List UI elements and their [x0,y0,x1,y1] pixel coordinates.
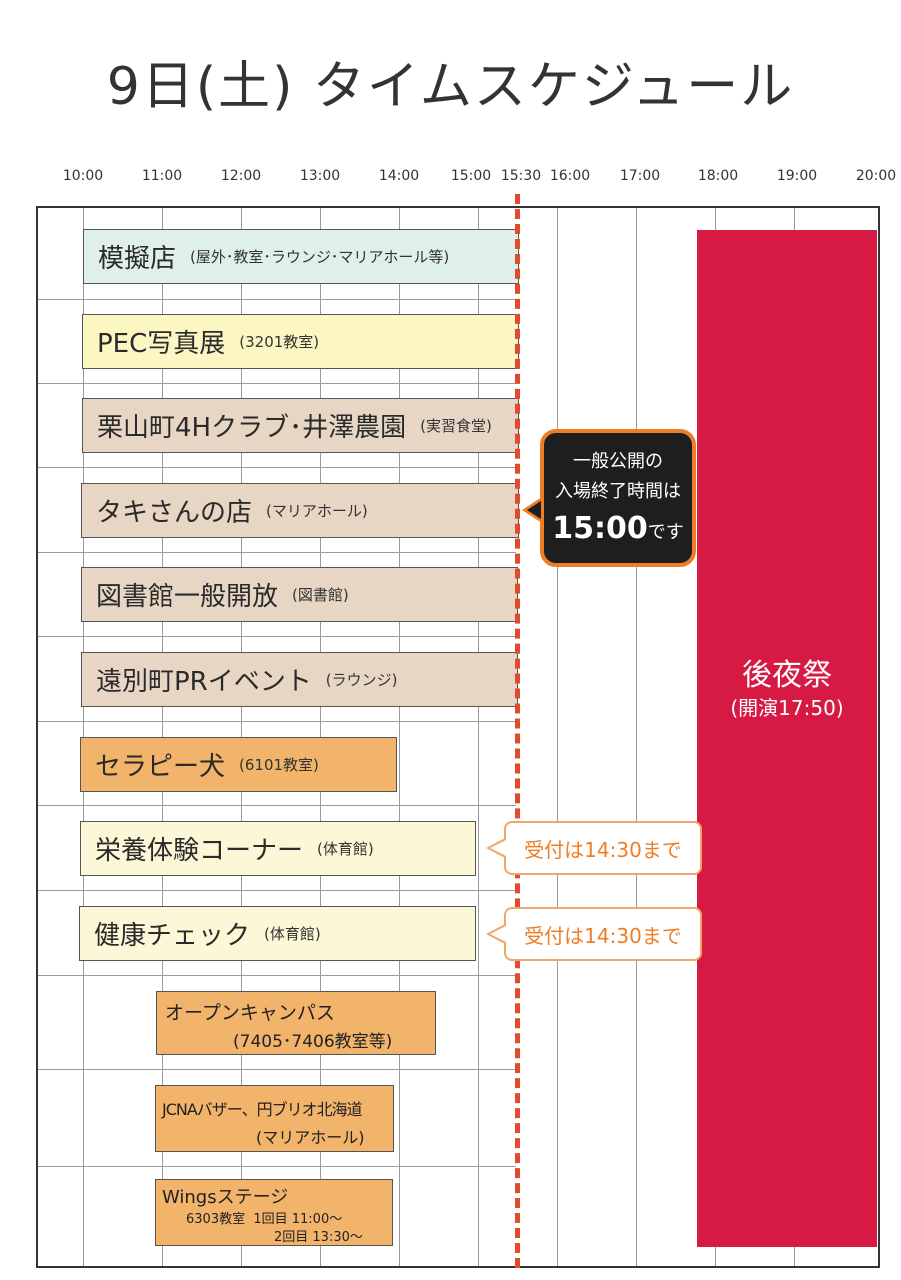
event-bar: 遠別町PRイベント (ラウンジ) [81,652,518,707]
event-bar-bazaar: JCNAバザー、円ブリオ北海道 (マリアホール) [155,1085,394,1152]
event-name: JCNAバザー、円ブリオ北海道 [162,1100,363,1119]
time-label: 15:30 [500,168,542,184]
evening-event-time: (開演17:50) [730,696,844,720]
event-bar: 栄養体験コーナー (体育館) [80,821,476,876]
time-label: 15:00 [450,168,492,184]
event-bar: 図書館一般開放 (図書館) [81,567,518,622]
event-place: (マリアホール) [256,1128,365,1147]
event-place: (6101教室) [239,756,319,774]
time-label: 10:00 [62,168,104,184]
row-divider [38,299,516,300]
event-name: 栄養体験コーナー [95,836,304,866]
grid-line [557,208,558,1266]
callout-line: 入場終了時間は [555,481,681,502]
grid-line [399,208,400,1266]
row-divider [38,805,516,806]
event-schedule: 2回目 13:30～ [274,1230,363,1245]
event-bar: 健康チェック (体育館) [79,906,476,961]
note-pointer-inner [490,926,506,942]
evening-event-name: 後夜祭 [742,658,832,693]
closing-time-line [515,194,520,1268]
event-bar-open-campus: オープンキャンパス (7405･7406教室等) [156,991,436,1055]
event-place: (マリアホール) [266,502,368,520]
event-name: セラピー犬 [95,752,226,782]
event-bar: タキさんの店 (マリアホール) [81,483,519,538]
time-label: 13:00 [299,168,341,184]
event-name: タキさんの店 [96,498,253,528]
row-divider [38,1069,516,1070]
event-place: (図書館) [292,586,349,604]
event-place: (7405･7406教室等) [233,1032,393,1052]
time-label: 18:00 [697,168,739,184]
event-name: Wingsステージ [162,1187,289,1208]
row-divider [38,721,516,722]
event-name: 健康チェック [94,921,251,951]
row-divider [38,552,516,553]
evening-event-block: 後夜祭 (開演17:50) [697,230,877,1247]
event-place: (実習食堂) [420,417,492,435]
event-bar: 栗山町4Hクラブ･井澤農園 (実習食堂) [82,398,519,453]
callout-pointer-inner [527,501,541,519]
event-bar: 模擬店 (屋外･教室･ラウンジ･マリアホール等) [83,229,519,284]
time-label: 11:00 [141,168,183,184]
page-title: 9日(土) タイムスケジュール [106,57,795,117]
event-name: オープンキャンパス [165,1002,335,1024]
note-pointer-inner [490,840,506,856]
row-divider [38,636,516,637]
time-label: 16:00 [549,168,591,184]
callout-time: 15:00 [552,511,648,546]
time-label: 20:00 [855,168,897,184]
event-place: (ラウンジ) [325,671,398,689]
event-place: (3201教室) [239,333,320,351]
event-name: 図書館一般開放 [96,582,279,612]
time-label: 12:00 [220,168,262,184]
event-place: (体育館) [264,925,321,943]
event-bar: PEC写真展 (3201教室) [82,314,519,369]
event-bar-wings: Wingsステージ 6303教室 1回目 11:00～ 2回目 13:30～ [155,1179,393,1246]
time-label: 17:00 [619,168,661,184]
time-label: 14:00 [378,168,420,184]
event-name: 栗山町4Hクラブ･井澤農園 [97,413,407,443]
reception-note: 受付は14:30まで [504,821,702,875]
row-divider [38,1166,516,1167]
row-divider [38,975,516,976]
grid-line [478,208,479,1266]
row-divider [38,383,516,384]
closing-time-callout: 一般公開の 入場終了時間は 15:00です [540,429,696,567]
row-divider [38,467,516,468]
schedule-grid [36,206,880,1268]
event-schedule: 6303教室 1回目 11:00～ [186,1212,343,1227]
event-place: (体育館) [317,840,374,858]
callout-line: 一般公開の [573,451,663,472]
event-name: 模擬店 [98,244,177,274]
row-divider [38,890,516,891]
callout-suffix: です [647,522,684,543]
time-label: 19:00 [776,168,818,184]
event-bar: セラピー犬 (6101教室) [80,737,397,792]
event-name: PEC写真展 [97,329,226,359]
event-place: (屋外･教室･ラウンジ･マリアホール等) [190,248,450,266]
event-name: 遠別町PRイベント [96,667,312,697]
reception-note: 受付は14:30まで [504,907,702,961]
grid-line [636,208,637,1266]
